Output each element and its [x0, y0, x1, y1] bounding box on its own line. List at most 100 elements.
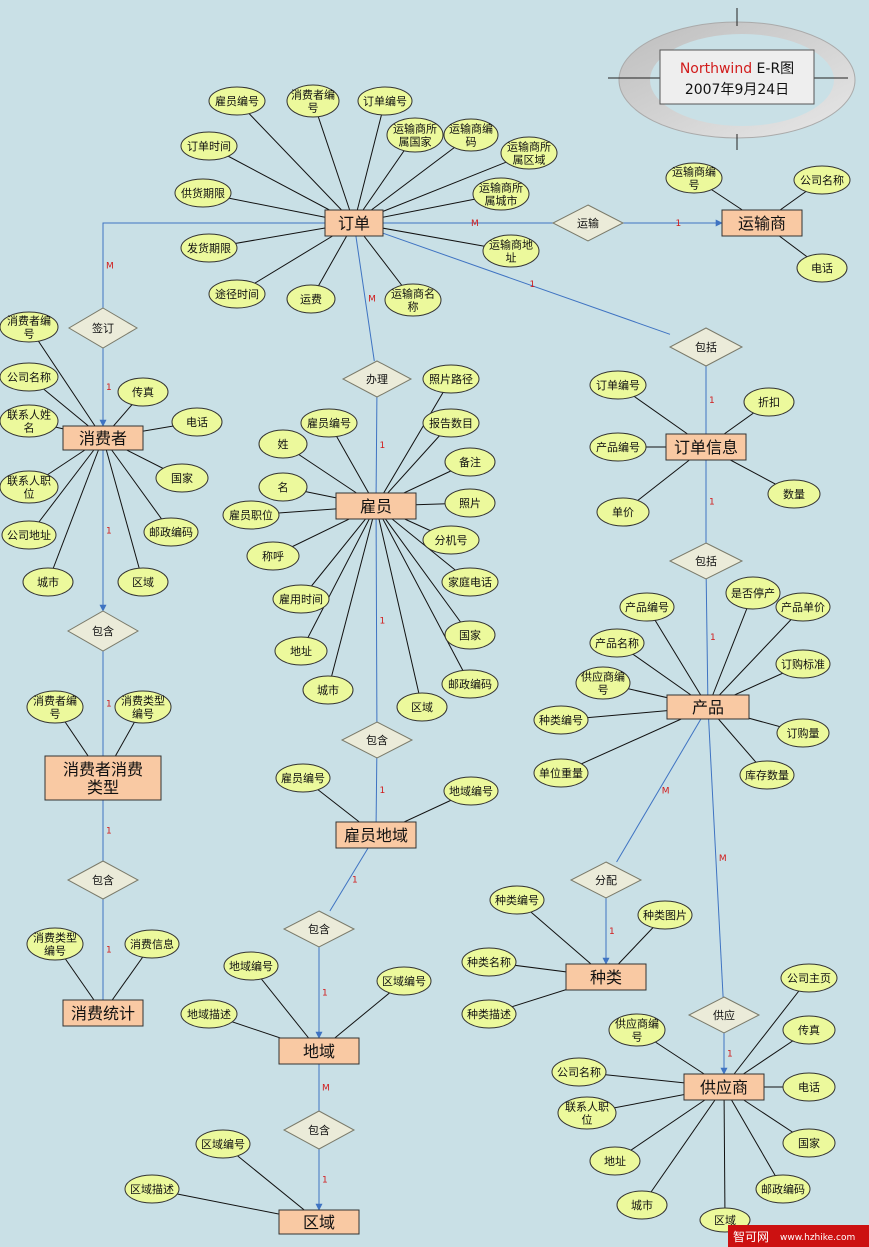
attribute-k1: 消费类型编号 — [26, 927, 84, 961]
cardinality-employee-r_emp_ter: 1 — [379, 617, 385, 627]
a1-label: 雇员编号 — [215, 94, 259, 108]
attribute-s2: 公司名称 — [793, 165, 851, 195]
u6-label: 联系人职位 — [565, 1100, 609, 1126]
product-label: 产品 — [692, 698, 724, 717]
attribute-o4: 数量 — [767, 479, 821, 509]
e3-label: 报告数目 — [429, 416, 473, 430]
attribute-ellipse — [780, 963, 838, 993]
custstat-label: 消费统计 — [71, 1004, 135, 1023]
emp_territory-label: 雇员地域 — [344, 826, 408, 845]
attribute-e4: 姓 — [258, 429, 308, 459]
a5-label: 运输商编码 — [449, 121, 493, 148]
a11-label: 运输商地址 — [489, 237, 533, 264]
attribute-e7: 照片 — [444, 488, 496, 518]
attribute-p1: 产品编号 — [619, 592, 675, 622]
s2-label: 公司名称 — [800, 173, 844, 187]
region-label: 区域 — [303, 1213, 335, 1232]
attribute-a13: 运费 — [286, 284, 336, 314]
attribute-ellipse — [208, 86, 266, 116]
e1-label: 照片路径 — [429, 373, 473, 386]
entity-box — [335, 492, 417, 520]
title-suffix: E-R图 — [752, 61, 794, 77]
attribute-y1: 地域编号 — [223, 951, 279, 981]
relationship-diamond — [340, 721, 414, 759]
entity-box — [683, 1073, 765, 1101]
k2-label: 消费信息 — [130, 937, 174, 951]
attribute-ellipse — [171, 407, 223, 437]
rel-edge-r_emp_ter-emp_territory — [375, 757, 378, 823]
attribute-u1: 公司主页 — [780, 963, 838, 993]
attribute-ellipse — [637, 900, 693, 930]
attribute-p10: 库存数量 — [739, 760, 795, 790]
u5-label: 电话 — [798, 1081, 820, 1094]
attribute-ellipse — [143, 517, 199, 547]
attribute-ellipse — [775, 592, 831, 622]
attr-edge-q1 — [222, 1143, 320, 1223]
attribute-p7: 种类编号 — [533, 705, 589, 735]
attribute-ellipse — [1, 520, 57, 550]
watermark-url: www.hzhike.com — [780, 1233, 855, 1243]
attribute-u2: 供应商编号 — [608, 1013, 666, 1047]
cardinality-r_incl_od-orderdetail: 1 — [709, 396, 715, 406]
p4-label: 产品名称 — [595, 636, 639, 650]
cardinality-order-r_incl_od: 1 — [530, 280, 536, 290]
attribute-ellipse — [500, 136, 558, 170]
cardinality-r_region-region: 1 — [322, 1176, 328, 1186]
attribute-ellipse — [26, 690, 84, 724]
attr-edge-e13 — [375, 505, 471, 636]
g4-label: 种类描述 — [467, 1007, 511, 1021]
t2-label: 地域编号 — [449, 784, 493, 798]
cardinality-custdemo-r_demo_stat: 1 — [106, 827, 112, 837]
attribute-ellipse — [422, 364, 480, 394]
relationship-r_emp_ter: 包含 — [340, 721, 414, 759]
p6-label: 供应商编号 — [581, 669, 625, 696]
relationship-diamond — [341, 360, 413, 398]
entity-orderdetail: 订单信息 — [665, 433, 747, 461]
attribute-a6: 运输商所属区域 — [500, 136, 558, 170]
u8-label: 地址 — [604, 1154, 626, 1168]
attr-edge-e16 — [327, 505, 377, 691]
title-name: Northwind — [680, 61, 752, 77]
o1-label: 订单编号 — [596, 378, 640, 392]
attribute-e12: 雇用时间 — [272, 584, 330, 614]
attribute-ellipse — [589, 432, 647, 462]
attribute-ellipse — [422, 525, 480, 555]
attribute-ellipse — [443, 776, 499, 806]
attribute-g3: 种类名称 — [461, 947, 517, 977]
attr-edge-c8 — [102, 437, 172, 533]
cardinality-r_demo_stat-custstat: 1 — [106, 946, 112, 956]
e7-label: 照片 — [459, 497, 481, 510]
attribute-c2: 公司名称 — [0, 362, 59, 392]
c9-label: 公司地址 — [7, 528, 51, 542]
o5-label: 单价 — [612, 506, 634, 519]
r_ter-label: 包含 — [308, 922, 330, 936]
attribute-a1: 雇员编号 — [208, 86, 266, 116]
attribute-a10: 发货期限 — [180, 233, 238, 263]
k1-label: 消费类型编号 — [33, 930, 77, 957]
attribute-ellipse — [384, 283, 442, 317]
attribute-a11: 运输商地址 — [482, 234, 540, 268]
attribute-c11: 区域 — [117, 567, 169, 597]
entity-box — [665, 433, 747, 461]
p1-label: 产品编号 — [625, 600, 669, 614]
r_handle-label: 办理 — [366, 373, 388, 386]
attribute-ellipse — [302, 675, 354, 705]
attribute-ellipse — [775, 649, 831, 679]
c7-label: 联系人职位 — [7, 474, 51, 500]
attribute-c6: 国家 — [155, 463, 209, 493]
attribute-e16: 城市 — [302, 675, 354, 705]
attribute-ellipse — [444, 620, 496, 650]
attribute-o3: 产品编号 — [589, 432, 647, 462]
entity-custstat: 消费统计 — [62, 999, 144, 1027]
d2-label: 消费类型编号 — [121, 693, 165, 720]
attribute-ellipse — [180, 233, 238, 263]
attribute-u3: 传真 — [782, 1015, 836, 1045]
a12-label: 途径时间 — [215, 287, 259, 301]
supplier-label: 供应商 — [700, 1078, 748, 1097]
cardinality-r_supply-supplier: 1 — [727, 1050, 733, 1060]
e9-label: 分机号 — [435, 533, 468, 547]
attribute-ellipse — [596, 497, 650, 527]
entity-box — [666, 694, 750, 720]
u10-label: 城市 — [631, 1198, 653, 1212]
